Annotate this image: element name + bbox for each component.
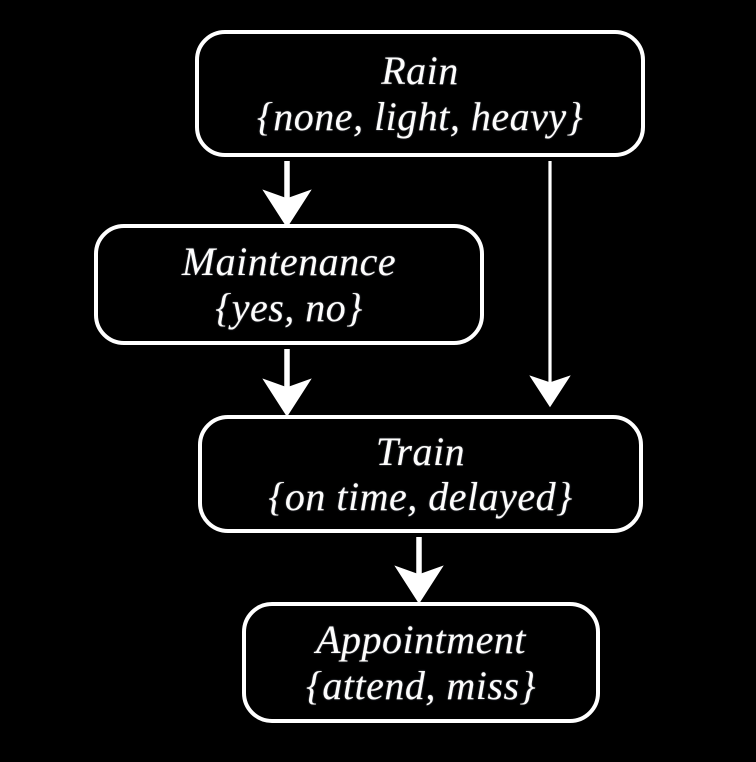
node-train-name: Train xyxy=(375,428,466,474)
node-appointment-values: {attend, miss} xyxy=(305,662,537,708)
node-rain-values: {none, light, heavy} xyxy=(256,93,584,139)
node-appointment-name: Appointment xyxy=(316,617,526,663)
node-train-values: {on time, delayed} xyxy=(268,474,573,519)
node-appointment[interactable]: Appointment {attend, miss} xyxy=(242,602,600,723)
node-maintenance-name: Maintenance xyxy=(181,239,397,285)
node-rain[interactable]: Rain {none, light, heavy} xyxy=(195,30,645,157)
node-maintenance[interactable]: Maintenance {yes, no} xyxy=(94,224,484,345)
node-train[interactable]: Train {on time, delayed} xyxy=(198,415,643,533)
node-maintenance-values: {yes, no} xyxy=(215,284,363,330)
node-rain-name: Rain xyxy=(381,48,459,94)
